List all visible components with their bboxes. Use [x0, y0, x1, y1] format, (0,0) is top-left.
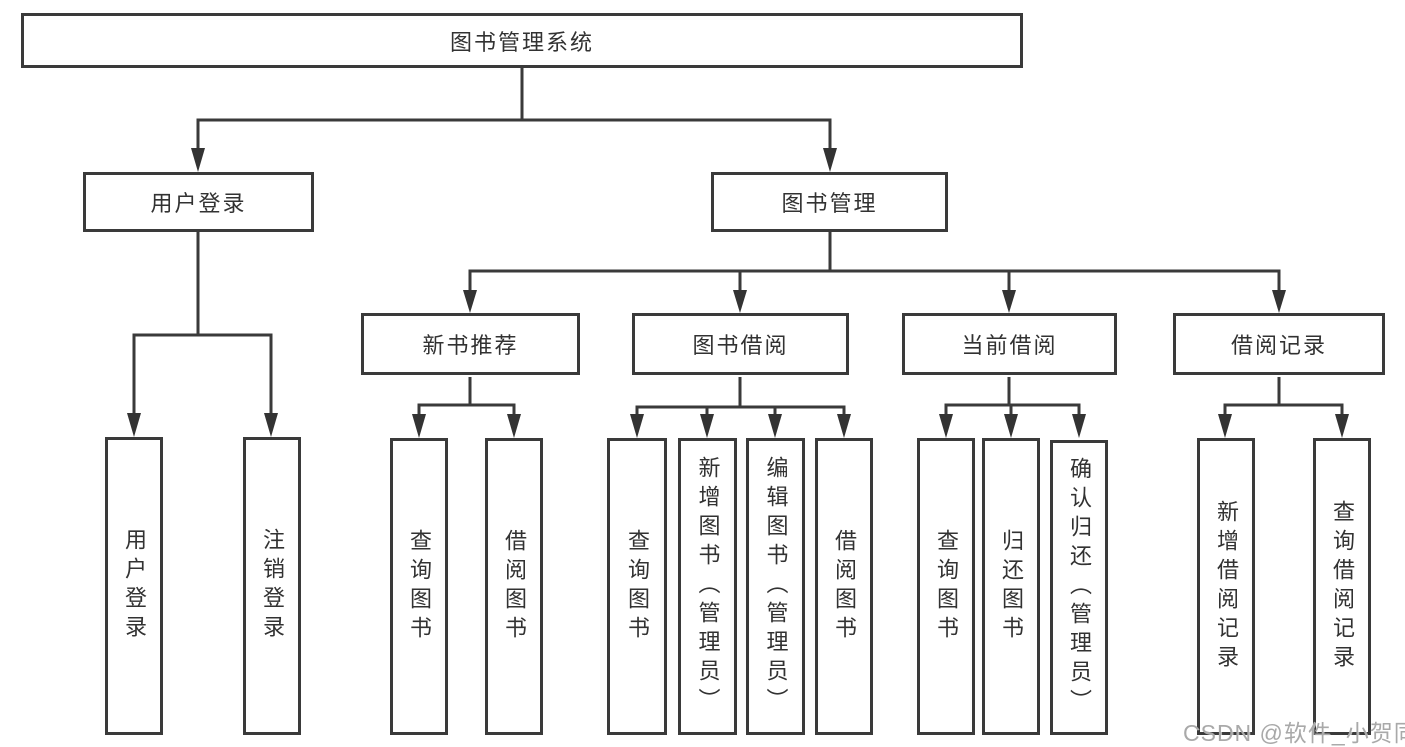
arrowhead-icon — [264, 413, 278, 437]
leaf-add-books-admin: 新增图书（管理员） — [678, 438, 737, 735]
node-label: 用户登录 — [150, 191, 247, 216]
arrowhead-icon — [630, 414, 644, 438]
arrowhead-icon — [823, 148, 837, 172]
node-book-borrowing: 图书借阅 — [632, 313, 849, 375]
csdn-watermark: CSDN @软件_小贺同学 — [1183, 720, 1405, 746]
leaf-query-books-1: 查询图书 — [390, 438, 448, 735]
arrowhead-icon — [463, 290, 477, 313]
node-borrowing-records: 借阅记录 — [1173, 313, 1385, 375]
leaf-return-books: 归还图书 — [982, 438, 1040, 735]
node-new-book-recommendation: 新书推荐 — [361, 313, 580, 375]
leaf-edit-books-admin: 编辑图书（管理员） — [746, 438, 805, 735]
node-current-borrowing: 当前借阅 — [902, 313, 1117, 375]
leaf-borrow-books-2: 借阅图书 — [815, 438, 873, 735]
node-label: 新增图书（管理员） — [695, 456, 721, 717]
leaf-user-login: 用户登录 — [105, 437, 163, 735]
arrowhead-icon — [768, 414, 782, 438]
node-label: 归还图书 — [999, 528, 1024, 645]
node-label: 新增借阅记录 — [1214, 499, 1239, 674]
arrowhead-icon — [507, 414, 521, 438]
node-label: 借阅图书 — [502, 528, 527, 645]
arrowhead-icon — [733, 290, 747, 313]
leaf-add-borrow-record: 新增借阅记录 — [1197, 438, 1255, 735]
leaf-confirm-return-admin: 确认归还（管理员） — [1050, 440, 1108, 735]
node-label: 查询图书 — [934, 528, 959, 645]
connector-root-to-level2 — [191, 68, 837, 172]
connector-borrowrecords-to-leaves — [1218, 377, 1349, 438]
arrowhead-icon — [127, 413, 141, 437]
leaf-query-books-2: 查询图书 — [607, 438, 667, 735]
node-label: 图书管理 — [781, 191, 878, 216]
node-label: 借阅图书 — [832, 528, 857, 645]
connector-bookmgmt-to-level3 — [463, 232, 1286, 313]
node-label: 查询借阅记录 — [1330, 499, 1355, 674]
leaf-query-borrow-record: 查询借阅记录 — [1313, 438, 1371, 735]
node-label: 确认归还（管理员） — [1067, 457, 1092, 718]
connector-newbook-to-leaves — [412, 377, 521, 438]
arrowhead-icon — [191, 148, 205, 172]
arrowhead-icon — [1072, 414, 1086, 438]
arrowhead-icon — [1218, 414, 1232, 438]
node-label: 借阅记录 — [1230, 333, 1327, 358]
arrowhead-icon — [1002, 290, 1016, 313]
node-book-management: 图书管理 — [711, 172, 948, 232]
node-user-login: 用户登录 — [83, 172, 314, 232]
arrowhead-icon — [1272, 290, 1286, 313]
connector-userlogin-to-leaves — [127, 232, 278, 437]
node-label: 图书管理系统 — [449, 29, 594, 55]
arrowhead-icon — [837, 414, 851, 438]
leaf-borrow-books-1: 借阅图书 — [485, 438, 543, 735]
connector-currentborrow-to-leaves — [939, 377, 1086, 438]
node-label: 编辑图书（管理员） — [763, 456, 789, 717]
leaf-logout: 注销登录 — [243, 437, 301, 735]
leaf-query-books-3: 查询图书 — [917, 438, 975, 735]
node-label: 当前借阅 — [961, 333, 1058, 358]
node-label: 查询图书 — [407, 528, 432, 645]
arrowhead-icon — [700, 414, 714, 438]
arrowhead-icon — [1335, 414, 1349, 438]
node-label: 查询图书 — [625, 528, 650, 645]
node-label: 注销登录 — [260, 528, 285, 644]
arrowhead-icon — [939, 414, 953, 438]
arrowhead-icon — [412, 414, 426, 438]
node-label: 新书推荐 — [422, 333, 519, 358]
node-label: 用户登录 — [122, 528, 147, 644]
node-label: 图书借阅 — [692, 333, 789, 358]
node-root-library-management-system: 图书管理系统 — [21, 13, 1023, 68]
arrowhead-icon — [1004, 414, 1018, 438]
connector-bookborrow-to-leaves — [630, 377, 851, 438]
